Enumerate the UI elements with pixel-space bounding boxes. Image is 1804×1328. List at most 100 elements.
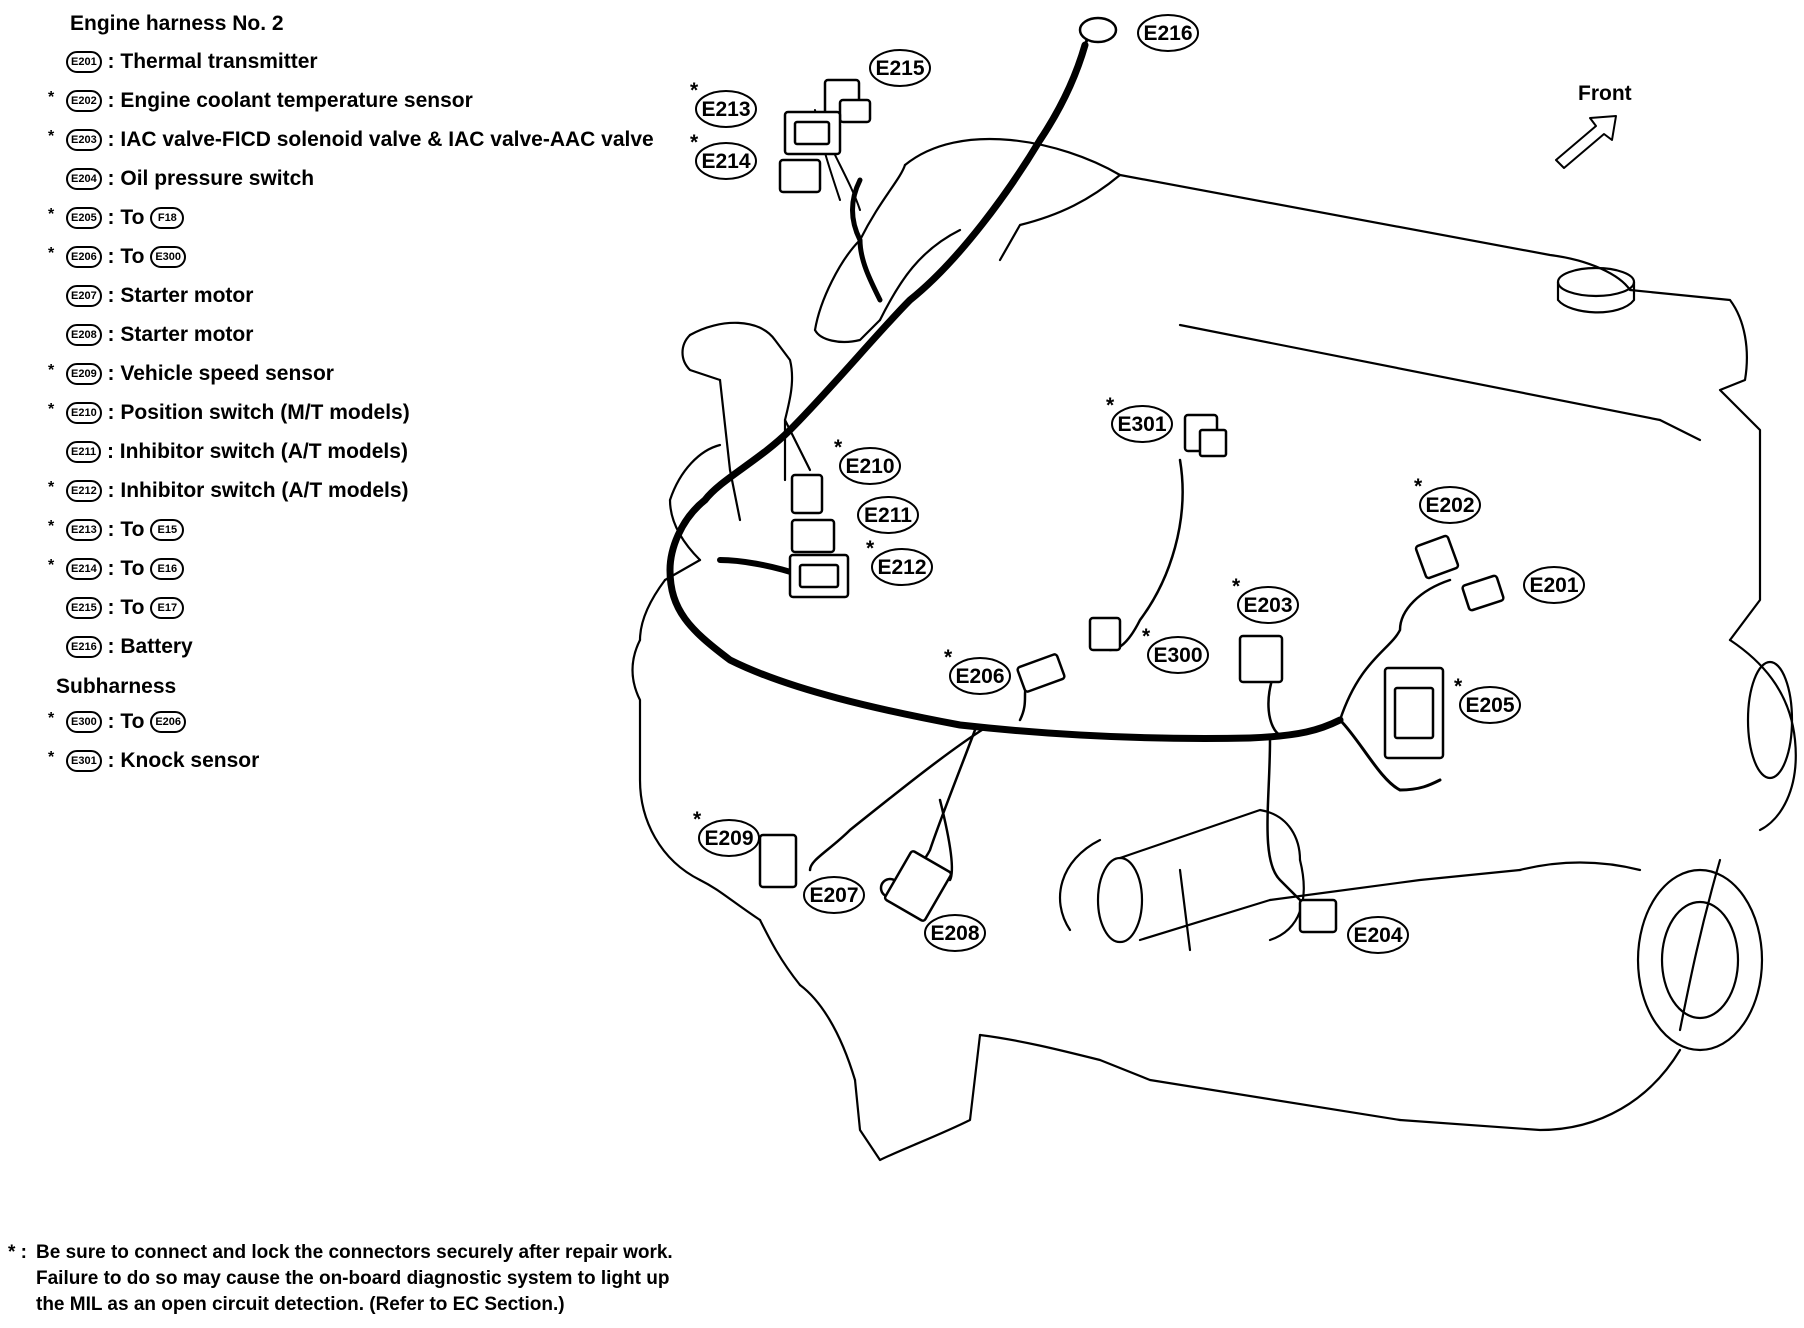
callout-star: * <box>1142 625 1151 648</box>
connector-E215 <box>823 78 872 124</box>
legend-row-e206: *E206 : To E300 <box>38 237 698 276</box>
callout-bubble <box>1237 586 1299 624</box>
front-direction-arrow <box>1555 115 1617 169</box>
legend-text: : Starter motor <box>107 284 254 307</box>
callout-label: E214 <box>701 150 750 173</box>
legend-row-e203: * E203 : IAC valve-FICD solenoid valve & … <box>38 120 698 159</box>
callout-label: E208 <box>930 922 979 945</box>
callout-bubble <box>695 142 757 180</box>
callout-e202: E202* <box>1414 475 1481 524</box>
connector-badge: E206 <box>66 246 102 269</box>
callout-bubble <box>1147 636 1209 674</box>
legend-row-e213: *E213 : To E15 <box>38 510 698 549</box>
connector-E214 <box>778 158 822 194</box>
callout-label: E205 <box>1465 694 1514 717</box>
legend-row-e201: E201 : Thermal transmitter <box>38 42 698 81</box>
legend-row-e216: E216 : Battery <box>38 627 698 666</box>
callout-bubble <box>1459 686 1521 724</box>
connector-E300 <box>1088 616 1122 652</box>
target-connector-badge: E300 <box>150 246 187 269</box>
legend-star: * <box>48 401 55 418</box>
connector-shapes <box>758 16 1505 934</box>
connector-badge: E213 <box>66 519 102 542</box>
legend-star: * <box>48 206 55 223</box>
legend-row-e211: E211 : Inhibitor switch (A/T models) <box>38 432 698 471</box>
callout-e210: E210* <box>834 436 901 485</box>
callout-label: E216 <box>1143 22 1192 45</box>
callout-e216: E216 <box>1137 14 1199 52</box>
legend-text: : To <box>107 557 145 580</box>
legend-star: * <box>48 749 55 766</box>
connector-badge: E300 <box>66 711 102 734</box>
callout-e214: E214* <box>690 131 757 180</box>
legend-row-e301: *E301 : Knock sensor <box>38 741 698 780</box>
callout-label: E201 <box>1529 574 1578 597</box>
legend-star: * <box>48 89 55 106</box>
callout-bubble <box>839 447 901 485</box>
connector-badge: E205 <box>66 207 102 230</box>
connector-E216 <box>1078 16 1118 44</box>
callout-bubble <box>1347 916 1409 954</box>
callout-bubble <box>857 496 919 534</box>
legend-star: * <box>48 362 55 379</box>
callout-label: E301 <box>1117 413 1166 436</box>
legend-text: : To <box>107 710 145 733</box>
legend-text: : Oil pressure switch <box>107 167 315 190</box>
callout-e204: E204 <box>1347 916 1409 954</box>
callout-star: * <box>690 79 699 102</box>
legend-text: : To <box>107 245 145 268</box>
legend-text: : Inhibitor switch (A/T models) <box>106 440 408 463</box>
callout-bubble <box>698 819 760 857</box>
connector-E202 <box>1414 534 1460 580</box>
connector-badge: E210 <box>66 402 102 425</box>
footnote-line-2: Failure to do so may cause the on-board … <box>36 1268 670 1289</box>
callout-e300: E300* <box>1142 625 1209 674</box>
legend-text: : Thermal transmitter <box>107 50 318 73</box>
callout-label: E215 <box>875 57 924 80</box>
legend-row-e215: E215 : To E17 <box>38 588 698 627</box>
callout-star: * <box>1414 475 1423 498</box>
legend-text: : Vehicle speed sensor <box>107 362 334 385</box>
callout-label: E209 <box>704 827 753 850</box>
front-label: Front <box>1578 82 1632 105</box>
connector-E209 <box>758 833 798 889</box>
callout-e208: E208 <box>924 914 986 952</box>
callout-bubble <box>1137 14 1199 52</box>
harness-wires <box>666 20 1452 912</box>
callout-e207: E207 <box>803 876 865 914</box>
callout-label: E207 <box>809 884 858 907</box>
legend-text: : Knock sensor <box>107 749 260 772</box>
connector-badge: E202 <box>66 90 102 113</box>
connector-E213 <box>783 110 842 156</box>
connector-badge: E201 <box>66 51 102 74</box>
callout-e215: E215 <box>869 49 931 87</box>
callout-star: * <box>693 808 702 831</box>
legend-text: : To <box>107 518 145 541</box>
legend-row-e208: E208 : Starter motor <box>38 315 698 354</box>
connector-E204 <box>1298 898 1338 934</box>
legend-row-e300: *E300 : To E206 <box>38 702 698 741</box>
connector-badge: E214 <box>66 558 102 581</box>
callout-e209: E209* <box>693 808 760 857</box>
callout-star: * <box>1232 575 1241 598</box>
legend-text: : Engine coolant temperature sensor <box>107 89 473 112</box>
callout-label: E213 <box>701 98 750 121</box>
connector-badge: E203 <box>66 129 102 152</box>
connector-E208 <box>883 850 953 922</box>
subharness-title: Subharness <box>56 675 177 698</box>
callout-e212: E212* <box>866 537 933 586</box>
connector-badge: E208 <box>66 324 102 347</box>
callout-star: * <box>1106 394 1115 417</box>
legend-title: Engine harness No. 2 <box>70 12 284 35</box>
callout-star: * <box>1454 675 1463 698</box>
connector-badge: E216 <box>66 636 102 659</box>
legend-row-e212: *E212 : Inhibitor switch (A/T models) <box>38 471 698 510</box>
legend-row-e204: E204 : Oil pressure switch <box>38 159 698 198</box>
callout-e301: E301* <box>1106 394 1173 443</box>
callout-label: E212 <box>877 556 926 579</box>
callout-e206: E206* <box>944 646 1011 695</box>
engine-outline <box>631 115 1797 1162</box>
legend-text: : IAC valve-FICD solenoid valve & IAC va… <box>107 128 654 151</box>
legend-star: * <box>48 128 55 145</box>
